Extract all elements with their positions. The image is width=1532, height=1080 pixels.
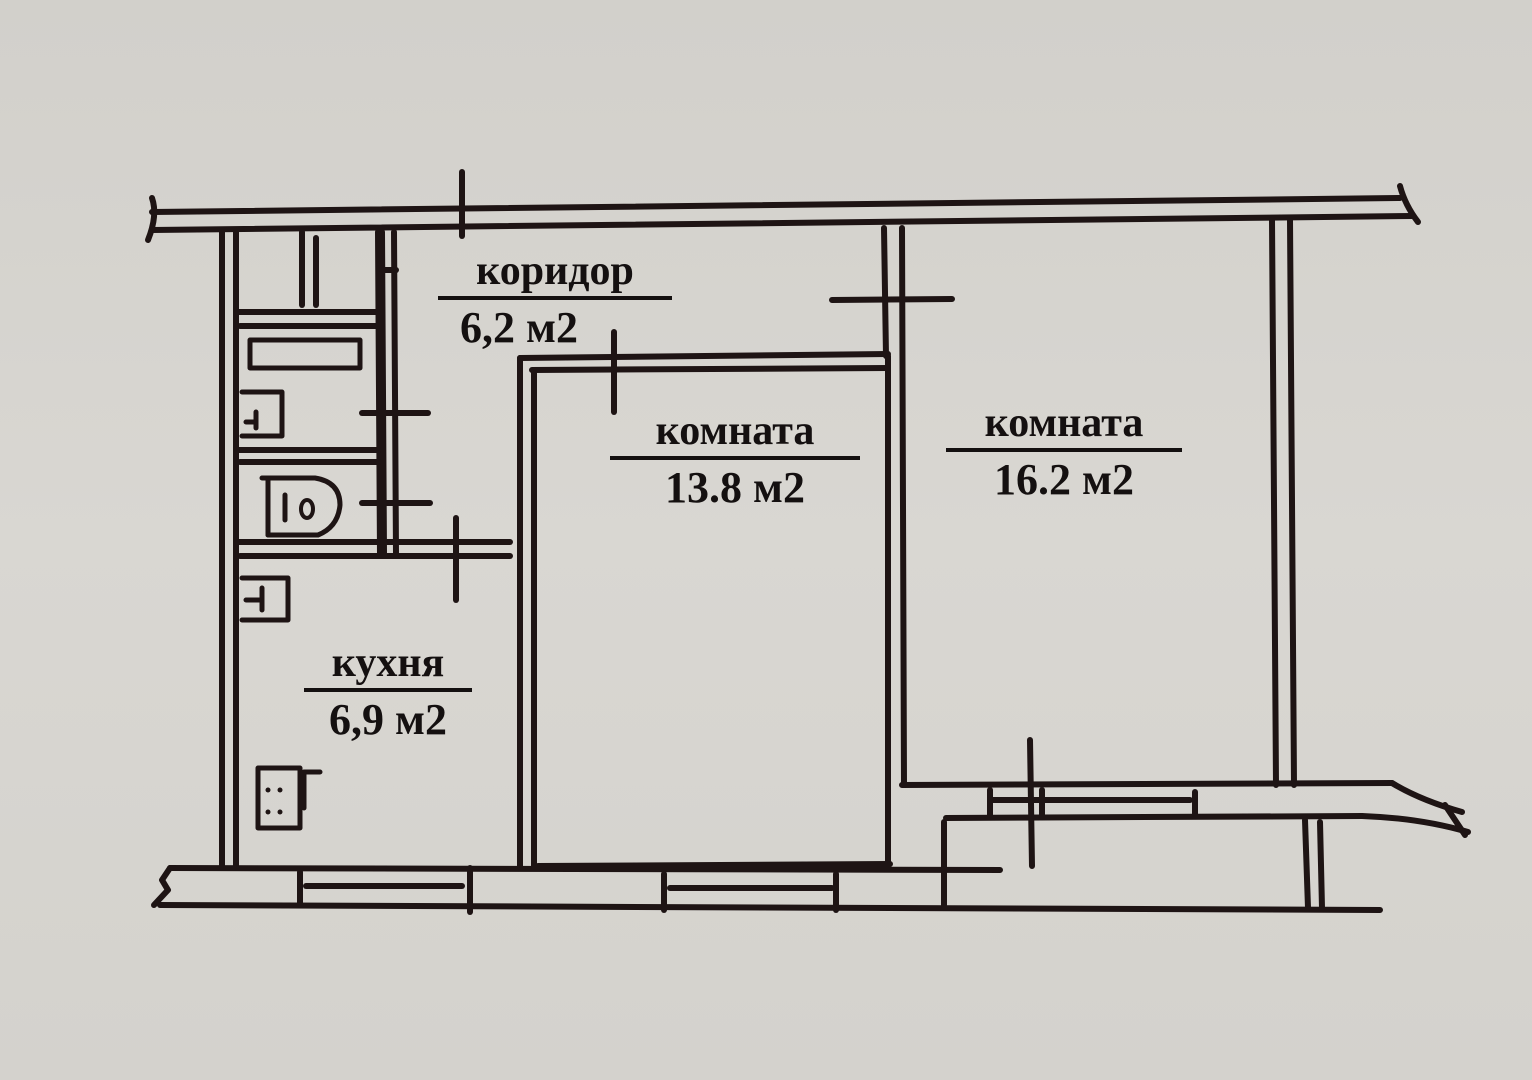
room-label-kitchen: кухня 6,9 м2: [304, 642, 472, 742]
room-name: коридор: [476, 248, 634, 294]
label-divider: [304, 688, 472, 692]
top-wall: [145, 183, 1421, 243]
room-name: комната: [984, 400, 1144, 446]
kitchen-fixtures: [239, 575, 323, 831]
room-area: 6,2 м2: [460, 303, 578, 352]
bathroom-block: [235, 169, 513, 603]
stove-icon: [255, 765, 303, 831]
room2-walls: [829, 217, 1297, 863]
room-name: комната: [655, 408, 815, 454]
bottom-wall: [151, 865, 1383, 915]
sink-bath-icon: [239, 389, 285, 439]
room-label-room2: комната 16.2 м2: [946, 402, 1182, 502]
bathtub-icon: [247, 337, 363, 371]
room-name: кухня: [331, 640, 445, 686]
room-area: 16.2 м2: [994, 455, 1134, 504]
room-label-corridor: коридор 6,2 м2: [438, 250, 672, 350]
sink-kitchen-icon: [239, 575, 291, 623]
toilet-icon: [259, 475, 343, 538]
room-label-room1: комната 13.8 м2: [610, 410, 860, 510]
room-area: 13.8 м2: [665, 463, 805, 512]
balcony: [899, 737, 1471, 911]
room-area: 6,9 м2: [329, 695, 447, 744]
label-divider: [610, 456, 860, 460]
left-wall: [219, 229, 239, 869]
label-divider: [946, 448, 1182, 452]
label-divider: [438, 296, 672, 300]
